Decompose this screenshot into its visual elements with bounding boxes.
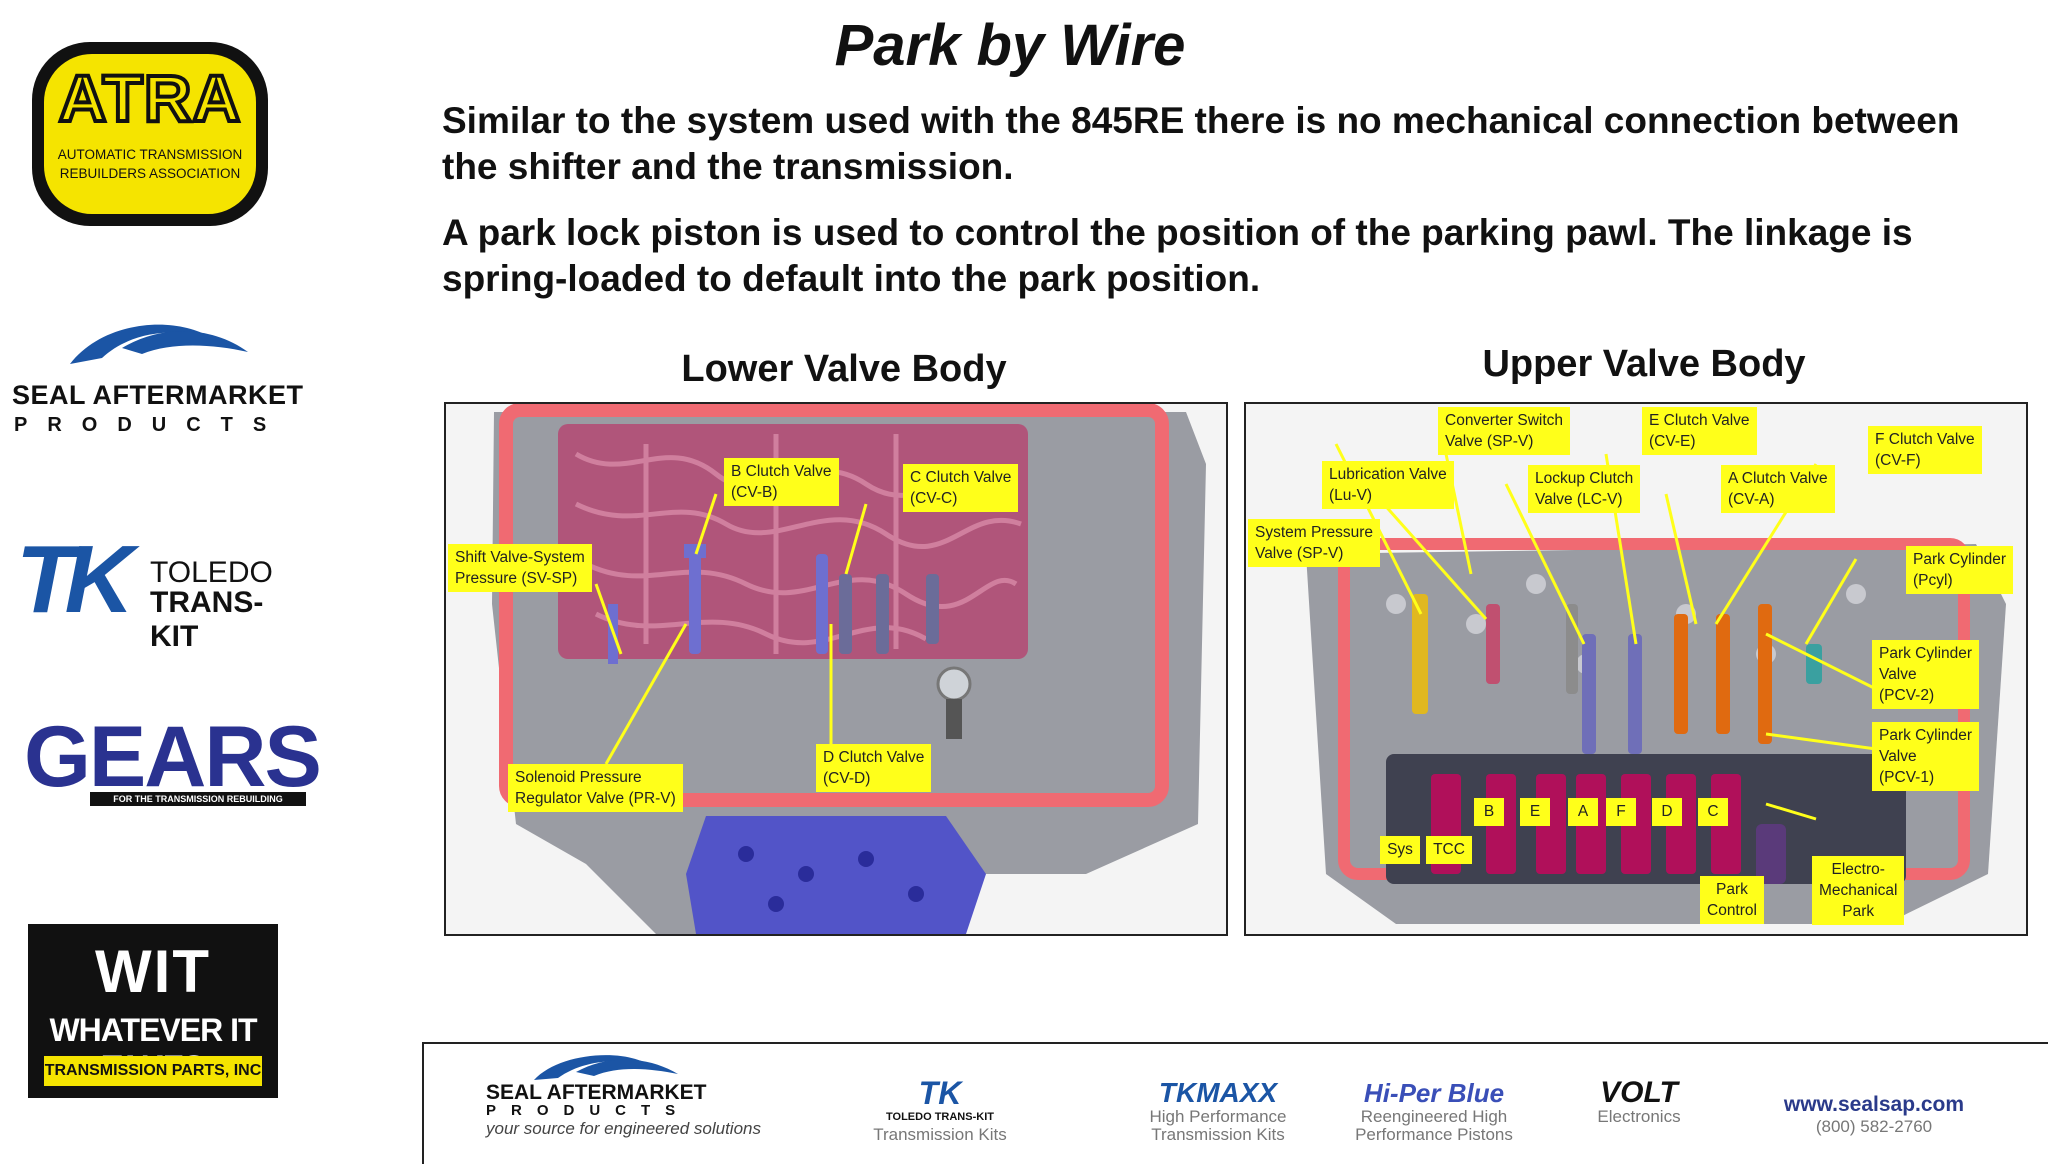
solenoid-tag-e: E bbox=[1520, 798, 1550, 826]
callout-converter-switch: Converter Switch Valve (SP-V) bbox=[1438, 407, 1571, 455]
footer-tk-logo: TK TOLEDO TRANS-KIT Transmission Kits bbox=[850, 1075, 1030, 1144]
atra-logo-word: ATRA bbox=[57, 59, 242, 137]
callout-cv-a: A Clutch Valve (CV-A) bbox=[1721, 465, 1835, 513]
solenoid-tag-tcc: TCC bbox=[1426, 836, 1472, 864]
atra-logo-line1: AUTOMATIC TRANSMISSION bbox=[57, 147, 243, 162]
callout-pr-v: Solenoid Pressure Regulator Valve (PR-V) bbox=[508, 764, 683, 812]
callout-pcv-2: Park Cylinder Valve (PCV-2) bbox=[1872, 640, 1980, 709]
callout-cv-d: D Clutch Valve (CV-D) bbox=[816, 744, 932, 792]
toledo-trans-kit-logo: TK TOLEDO TRANS-KIT bbox=[16, 526, 296, 654]
callout-cv-b: B Clutch Valve (CV-B) bbox=[724, 458, 839, 506]
footer-tkmaxx-sub1: High Performance bbox=[1149, 1107, 1287, 1126]
callout-lc-v: Lockup Clutch Valve (LC-V) bbox=[1528, 465, 1641, 513]
wit-logo-company: TRANSMISSION PARTS, INC bbox=[44, 1056, 262, 1086]
footer-hiper-sub1: Reengineered High bbox=[1360, 1107, 1508, 1126]
callout-pcyl: Park Cylinder (Pcyl) bbox=[1906, 546, 2014, 594]
footer-hiper-logo: Hi-Per Blue Reengineered High Performanc… bbox=[1334, 1078, 1534, 1144]
seal-aftermarket-logo: SEAL AFTERMARKET PRODUCTS bbox=[8, 318, 303, 438]
callout-cv-f: F Clutch Valve (CV-F) bbox=[1868, 426, 1982, 474]
footer-volt-logo: VOLT Electronics bbox=[1564, 1078, 1714, 1126]
tk-logo-line1: TOLEDO bbox=[150, 556, 273, 589]
paragraph-2: A park lock piston is used to control th… bbox=[442, 212, 1913, 299]
tk-mark: TK bbox=[16, 526, 134, 633]
seal-logo-products: PRODUCTS bbox=[14, 414, 287, 436]
tk-logo-line2: TRANS-KIT bbox=[150, 586, 264, 653]
footer-tkmaxx-sub2: Transmission Kits bbox=[1151, 1125, 1285, 1144]
callout-system-pressure: System Pressure Valve (SP-V) bbox=[1248, 519, 1381, 567]
paragraph-1: Similar to the system used with the 845R… bbox=[442, 100, 1960, 187]
footer-hiper-sub2: Performance Pistons bbox=[1355, 1125, 1513, 1144]
lower-valve-body-title: Lower Valve Body bbox=[681, 348, 1007, 390]
wit-logo-word: WIT bbox=[95, 938, 211, 1005]
footer-tk-brand: TOLEDO TRANS-KIT bbox=[886, 1111, 994, 1123]
footer-seal-logo: SEAL AFTERMARKET PRODUCTS your source fo… bbox=[486, 1050, 806, 1138]
footer-phone: (800) 582-2760 bbox=[1815, 1117, 1933, 1136]
footer-contact: www.sealsap.com (800) 582-2760 bbox=[1754, 1092, 1994, 1136]
footer-tk-sub: Transmission Kits bbox=[873, 1125, 1007, 1144]
footer-volt-brand: VOLT bbox=[1600, 1076, 1678, 1109]
callout-lu-v: Lubrication Valve (Lu-V) bbox=[1322, 461, 1454, 509]
footer-seal-slogan: your source for engineered solutions bbox=[486, 1119, 761, 1138]
callout-sv-sp: Shift Valve-System Pressure (SV-SP) bbox=[448, 544, 592, 592]
upper-valve-body-diagram: Converter Switch Valve (SP-V) E Clutch V… bbox=[1244, 402, 2028, 936]
footer-volt-sub: Electronics bbox=[1597, 1107, 1681, 1126]
atra-logo-line2: REBUILDERS ASSOCIATION bbox=[59, 166, 241, 181]
wit-logo: WIT WHATEVER IT TAKES TRANSMISSION PARTS… bbox=[28, 924, 278, 1098]
callout-park-control: Park Control bbox=[1700, 876, 1764, 924]
solenoid-tag-b: B bbox=[1474, 798, 1504, 826]
lower-valve-body-diagram: Shift Valve-System Pressure (SV-SP) B Cl… bbox=[444, 402, 1228, 936]
footer-url[interactable]: www.sealsap.com bbox=[1783, 1093, 1965, 1116]
slide-title: Park by Wire bbox=[834, 13, 1186, 78]
solenoid-tag-d: D bbox=[1652, 798, 1682, 826]
footer-tkmaxx-logo: TKMAXX High Performance Transmission Kit… bbox=[1128, 1078, 1308, 1144]
gears-logo-tagline: FOR THE TRANSMISSION REBUILDING INDUSTRY bbox=[90, 792, 306, 818]
footer-tkmaxx-brand: TKMAXX bbox=[1158, 1077, 1278, 1108]
solenoid-tag-sys: Sys bbox=[1380, 836, 1420, 864]
solenoid-tag-f: F bbox=[1606, 798, 1636, 826]
upper-valve-body-title: Upper Valve Body bbox=[1482, 343, 1806, 385]
callout-pcv-1: Park Cylinder Valve (PCV-1) bbox=[1872, 722, 1980, 791]
footer-banner: SEAL AFTERMARKET PRODUCTS your source fo… bbox=[422, 1042, 2048, 1164]
footer-tk-mark: TK bbox=[918, 1075, 962, 1111]
seal-logo-name: SEAL AFTERMARKET bbox=[12, 380, 304, 410]
footer-hiper-brand: Hi-Per Blue bbox=[1363, 1078, 1505, 1108]
solenoid-tag-c: C bbox=[1698, 798, 1728, 826]
callout-cv-e: E Clutch Valve (CV-E) bbox=[1642, 407, 1757, 455]
callout-electro-mechanical-park: Electro- Mechanical Park bbox=[1812, 856, 1905, 925]
callout-cv-c: C Clutch Valve (CV-C) bbox=[903, 464, 1019, 512]
gears-logo-word: GEARS bbox=[24, 709, 322, 805]
atra-logo: ATRA AUTOMATIC TRANSMISSION REBUILDERS A… bbox=[32, 42, 268, 226]
footer-seal-products: PRODUCTS bbox=[486, 1102, 691, 1119]
solenoid-tag-a: A bbox=[1568, 798, 1598, 826]
gears-logo: GEARS FOR THE TRANSMISSION REBUILDING IN… bbox=[24, 714, 322, 818]
seal-swoosh-icon bbox=[70, 324, 248, 364]
footer-seal-name: SEAL AFTERMARKET bbox=[486, 1081, 707, 1104]
footer-seal-swoosh-icon bbox=[534, 1055, 678, 1080]
